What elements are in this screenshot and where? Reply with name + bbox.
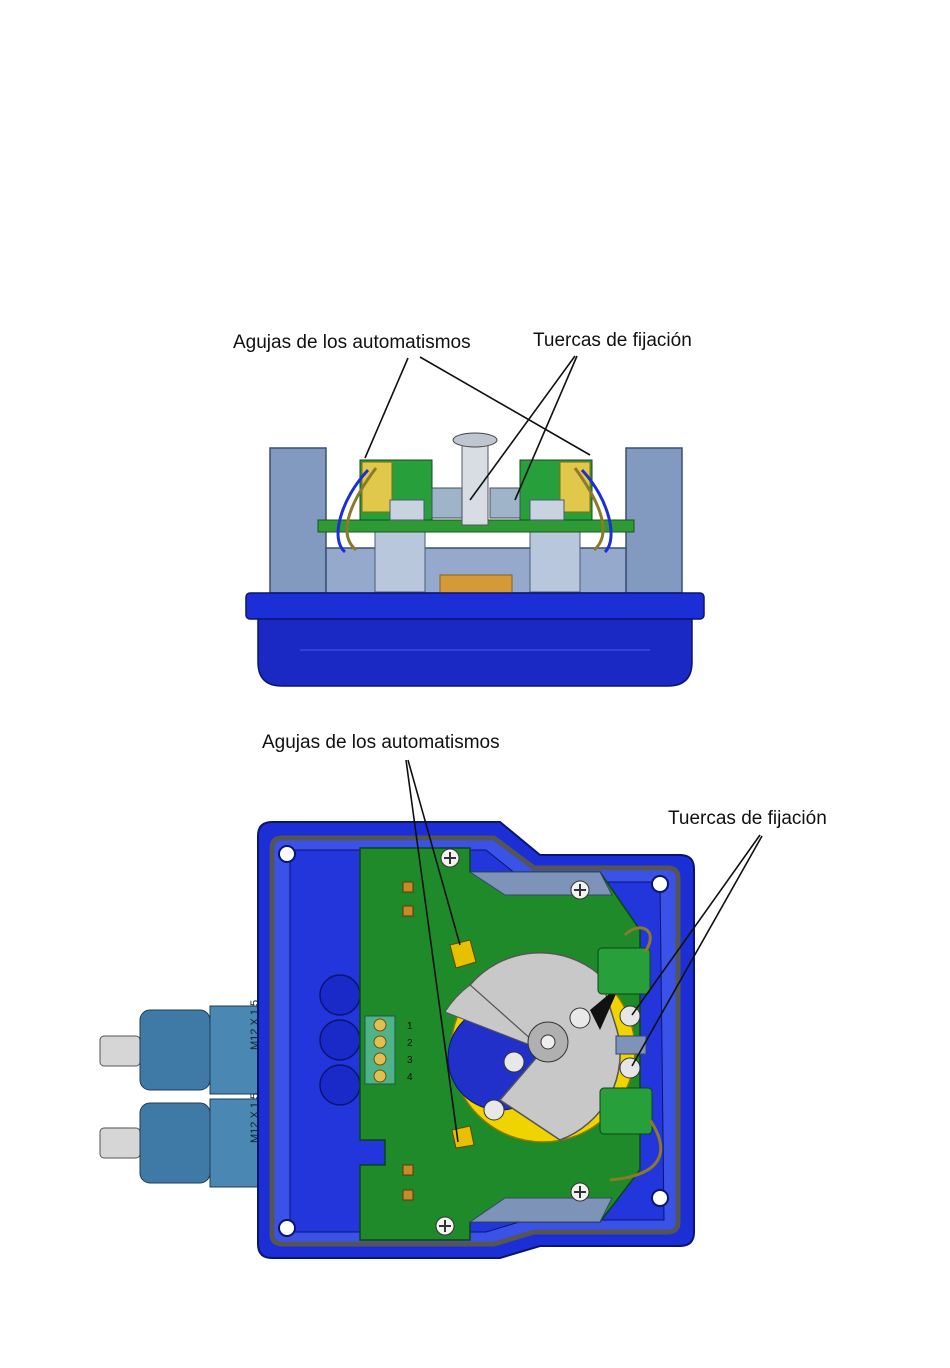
- spacer-right: [530, 500, 564, 520]
- label-nuts-top: Tuercas de fijación: [533, 330, 692, 351]
- micro-switch-upper: [598, 948, 650, 994]
- corner-hole-2: [652, 876, 668, 892]
- top-view-figure: Agujas de los automatismos Tuercas de fi…: [100, 732, 827, 1258]
- shaft-nut: [453, 433, 497, 447]
- label-needles-top: Agujas de los automatismos: [233, 332, 471, 353]
- shaft-center: [541, 1035, 555, 1049]
- spacer-left: [390, 500, 424, 520]
- terminal-number-3: 3: [407, 1055, 413, 1066]
- cable-gland-1: M12 X 1,5: [100, 1000, 272, 1094]
- housing-rim: [246, 593, 704, 619]
- corner-hole-1: [279, 846, 295, 862]
- needle-tip-lower: [452, 1126, 474, 1148]
- micro-switch-lower: [600, 1088, 652, 1134]
- side-view-figure: Agujas de los automatismos Tuercas de fi…: [233, 330, 704, 686]
- nut-bracket: [616, 1036, 646, 1054]
- corner-hole-4: [279, 1220, 295, 1236]
- cam-screw-2: [570, 1008, 590, 1028]
- housing-body: [258, 619, 692, 686]
- fixing-nut-lower: [620, 1058, 640, 1078]
- terminal-number-2: 2: [407, 1038, 413, 1049]
- central-shaft: [462, 440, 488, 525]
- cam-screw-1: [504, 1052, 524, 1072]
- corner-hole-3: [652, 1190, 668, 1206]
- terminal-number-4: 4: [407, 1072, 413, 1083]
- cam-screw-3: [484, 1100, 504, 1120]
- cable-gland-2: M12 X 1,5: [100, 1093, 272, 1187]
- terminal-number-1: 1: [407, 1021, 413, 1032]
- side-sockets: [320, 975, 360, 1105]
- fixing-nut-left: [432, 488, 462, 518]
- fixing-nut-right: [490, 488, 520, 518]
- label-needles-bottom: Agujas de los automatismos: [262, 732, 500, 753]
- label-nuts-bottom: Tuercas de fijación: [668, 808, 827, 829]
